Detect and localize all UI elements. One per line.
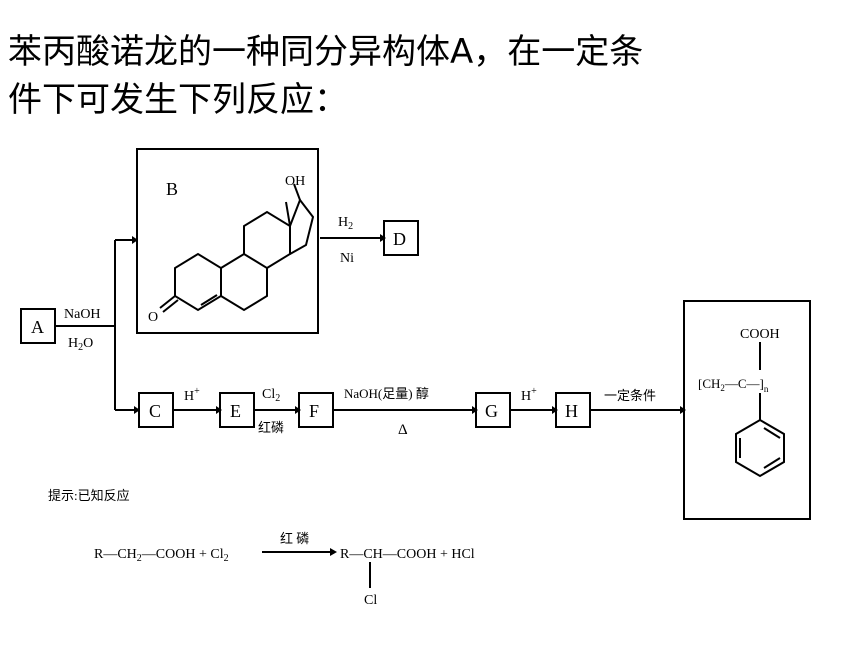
arrowhead-d — [380, 234, 386, 242]
b-o-label: O — [148, 310, 158, 325]
steroid-structure — [159, 183, 315, 313]
node-f-label: F — [309, 401, 319, 421]
arrowhead-h — [552, 406, 558, 414]
node-c-label: C — [149, 401, 161, 421]
naoh-label: NaOH — [64, 307, 101, 322]
oh-bond — [293, 183, 301, 201]
h2o-o: O — [83, 336, 93, 351]
compound-b-frame — [136, 148, 319, 334]
node-g-label: G — [485, 401, 498, 421]
cl2-cl: Cl — [262, 387, 275, 402]
ring-d — [289, 197, 315, 255]
hint-lhs-a: R—CH — [94, 547, 137, 562]
carbonyl-bond — [159, 295, 176, 309]
ring-a — [174, 252, 222, 312]
b-oh-label: OH — [285, 174, 305, 189]
hint-lhs-b: —COOH + Cl — [141, 547, 224, 562]
angular-methyl — [285, 201, 291, 227]
h-plus-2-h: H — [521, 389, 531, 404]
h2-h: H — [338, 215, 348, 230]
arrowhead-g — [472, 406, 478, 414]
ring-b — [220, 252, 268, 312]
h-plus-1-h: H — [184, 389, 194, 404]
compound-b-label: B — [166, 179, 178, 199]
question-line-2: 件下可发生下列反应： — [8, 80, 348, 120]
h-plus-2-sign: + — [531, 386, 537, 397]
question-text: 苯丙酸诺龙的一种同分异构体A，在一定条 件下可发生下列反应： — [8, 28, 848, 124]
arrowhead-e — [216, 406, 222, 414]
benzene-inner-2 — [763, 457, 781, 469]
benzene-ring — [735, 418, 785, 478]
yiding-label: 一定条件 — [604, 388, 656, 403]
polymer-cooh-label: COOH — [740, 327, 780, 342]
node-e-label: E — [230, 401, 241, 421]
arrowhead-b — [132, 236, 138, 244]
polymer-chain-label: [CH2—C—]n — [698, 376, 769, 394]
arrowhead-polymer — [680, 406, 686, 414]
h2-sub: 2 — [348, 221, 353, 232]
cl2-label: Cl2 — [262, 387, 280, 404]
benzene-inner-1 — [763, 427, 781, 439]
hint-arrowhead — [330, 548, 337, 556]
hint-lhs-sub: 2 — [137, 553, 142, 564]
question-line-1: 苯丙酸诺龙的一种同分异构体A，在一定条 — [8, 32, 644, 72]
ni-label: Ni — [340, 251, 354, 266]
node-a-label: A — [31, 317, 44, 337]
hint-cond: 红 磷 — [280, 531, 309, 546]
node-h-label: H — [565, 401, 578, 421]
h-plus-1-label: H+ — [184, 386, 200, 404]
hint-lhs2-sub: 2 — [224, 553, 229, 564]
arrowhead-c — [134, 406, 140, 414]
polymer-structure — [735, 342, 785, 478]
h-plus-2-label: H+ — [521, 386, 537, 404]
hint-rhs: R—CH—COOH + HCl — [340, 547, 475, 562]
carbonyl-bond-2 — [162, 299, 179, 313]
node-d-label: D — [393, 229, 406, 249]
ring-c — [243, 210, 291, 269]
h2-label: H2 — [338, 215, 353, 232]
delta-label: Δ — [398, 422, 408, 438]
polymer-ch-sub: 2 — [720, 383, 725, 393]
hong-lin-label: 红磷 — [258, 420, 284, 435]
h2o-h: H — [68, 336, 78, 351]
hint-lhs: R—CH2—COOH + Cl2 — [94, 547, 229, 564]
hint-rhs-cl: Cl — [364, 593, 377, 608]
hint-title: 提示:已知反应 — [48, 488, 130, 503]
h2o-label: H2O — [68, 336, 93, 353]
naoh-excess-label: NaOH(足量) 醇 — [344, 386, 429, 401]
h-plus-1-sign: + — [194, 386, 200, 397]
arrowhead-f — [295, 406, 301, 414]
h2o-sub: 2 — [78, 342, 83, 353]
cl2-sub: 2 — [275, 393, 280, 404]
polymer-ch: [CH — [698, 376, 720, 391]
polymer-n: n — [764, 384, 769, 394]
polymer-c: —C—] — [724, 376, 764, 391]
ring-a-double-bond — [200, 294, 218, 306]
